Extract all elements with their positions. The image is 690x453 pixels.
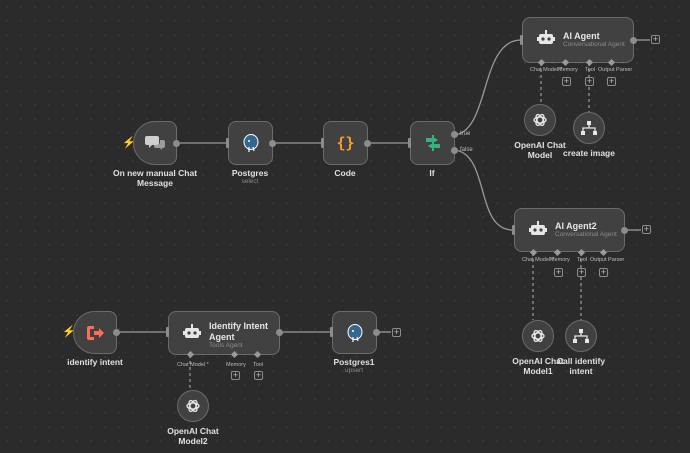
- port-label: Chat Model *: [522, 257, 554, 263]
- if-branch-icon: [425, 135, 440, 151]
- postgres-operation: select: [241, 178, 259, 185]
- port-label: Chat Model *: [530, 67, 562, 73]
- postgres-label: Postgres: [231, 168, 269, 178]
- output-port[interactable]: [173, 140, 180, 147]
- ai-agent2-subtitle: Conversational Agent: [555, 231, 617, 238]
- postgres1-label: Postgres1: [333, 357, 375, 367]
- identify-agent-title: Identify Intent Agent: [209, 321, 268, 342]
- false-branch-label: false: [460, 147, 473, 153]
- connection-if-true-agent: [454, 39, 522, 136]
- openai-icon: [533, 113, 547, 127]
- output-port[interactable]: [621, 227, 628, 234]
- port-label: Output Parser: [598, 67, 633, 73]
- add-node-button[interactable]: +: [392, 327, 401, 337]
- create-image-label: create image: [563, 148, 615, 158]
- add-memory-button[interactable]: +: [554, 267, 563, 277]
- code-label: Code: [334, 168, 356, 178]
- output-port[interactable]: [630, 37, 637, 44]
- ai-agent-title: AI Agent: [563, 31, 600, 41]
- ai-agent2-node[interactable]: AI Agent2 Conversational Agent: [514, 208, 625, 252]
- add-tool-button[interactable]: +: [585, 76, 594, 86]
- input-port[interactable]: [321, 138, 324, 148]
- robot-icon: [529, 221, 547, 235]
- false-output-port[interactable]: [451, 147, 458, 154]
- add-memory-button[interactable]: +: [231, 370, 240, 380]
- if-label: If: [429, 168, 435, 178]
- connection-if-false-agent2: [454, 149, 514, 231]
- add-node-button[interactable]: +: [651, 34, 660, 44]
- output-port[interactable]: [373, 329, 380, 336]
- chat-trigger-label: On new manual Chat Message: [112, 168, 198, 188]
- port-label: Tool: [253, 362, 264, 368]
- add-output-parser-button[interactable]: +: [599, 267, 608, 277]
- openai-icon: [531, 329, 545, 343]
- workflow-tool-icon: [573, 329, 589, 343]
- postgres-elephant-icon: [347, 323, 362, 342]
- add-node-button[interactable]: +: [642, 224, 651, 234]
- if-node[interactable]: [410, 121, 455, 165]
- trigger-bolt-icon: ⚡: [62, 326, 76, 338]
- openai-model-label: OpenAI Chat Model: [514, 140, 566, 160]
- ai-agent-subtitle: Conversational Agent: [563, 41, 625, 48]
- input-port[interactable]: [166, 327, 169, 337]
- port-label: Chat Model *: [177, 362, 209, 368]
- port-label: Memory: [226, 362, 246, 368]
- workflow-tool-icon: [581, 121, 597, 135]
- postgres-node[interactable]: [228, 121, 273, 165]
- identify-trigger-label: identify intent: [67, 357, 123, 367]
- input-port[interactable]: [330, 327, 333, 337]
- identify-intent-agent-node[interactable]: Identify Intent Agent Tools Agent: [168, 311, 280, 355]
- robot-icon: [537, 30, 555, 44]
- postgres-elephant-icon: [243, 134, 258, 152]
- chat-trigger-node[interactable]: [133, 121, 177, 165]
- true-output-port[interactable]: [451, 131, 458, 138]
- port-label: Tool: [585, 67, 596, 73]
- add-memory-button[interactable]: +: [562, 76, 571, 86]
- openai-icon: [186, 399, 200, 413]
- input-port[interactable]: [408, 138, 411, 148]
- openai-model-node[interactable]: [524, 104, 556, 136]
- output-port[interactable]: [364, 140, 371, 147]
- call-identify-tool-node[interactable]: [565, 320, 597, 352]
- add-tool-button[interactable]: +: [254, 370, 263, 380]
- output-port[interactable]: [276, 329, 283, 336]
- call-identify-label: Call identify intent: [556, 356, 606, 376]
- ai-agent2-title: AI Agent2: [555, 221, 597, 231]
- add-tool-button[interactable]: +: [577, 267, 586, 277]
- true-branch-label: true: [460, 131, 471, 137]
- openai-model1-label: OpenAI Chat Model1: [512, 356, 564, 376]
- add-output-parser-button[interactable]: +: [607, 76, 616, 86]
- port-label: Memory: [558, 67, 578, 73]
- port-label: Tool: [577, 257, 588, 263]
- identify-trigger-node[interactable]: [73, 311, 117, 354]
- chat-bubbles-icon: [145, 136, 165, 150]
- port-label: Memory: [550, 257, 570, 263]
- execute-workflow-icon: [87, 325, 104, 340]
- postgres1-operation: upsert: [344, 367, 364, 374]
- code-node[interactable]: {}: [323, 121, 368, 165]
- identify-agent-subtitle: Tools Agent: [209, 342, 243, 349]
- input-port[interactable]: [520, 35, 523, 45]
- output-port[interactable]: [113, 329, 120, 336]
- input-port[interactable]: [226, 138, 229, 148]
- openai-model2-label: OpenAI Chat Model2: [167, 426, 219, 446]
- input-port[interactable]: [512, 225, 515, 235]
- ai-agent-node[interactable]: AI Agent Conversational Agent: [522, 17, 634, 63]
- postgres1-node[interactable]: [332, 311, 377, 354]
- openai-model1-node[interactable]: [522, 320, 554, 352]
- trigger-bolt-icon: ⚡: [122, 137, 136, 149]
- openai-model2-node[interactable]: [177, 390, 209, 422]
- port-label: Output Parser: [590, 257, 625, 263]
- output-port[interactable]: [269, 140, 276, 147]
- robot-icon: [183, 324, 201, 338]
- code-braces-icon: {}: [336, 134, 355, 152]
- create-image-tool-node[interactable]: [573, 112, 605, 144]
